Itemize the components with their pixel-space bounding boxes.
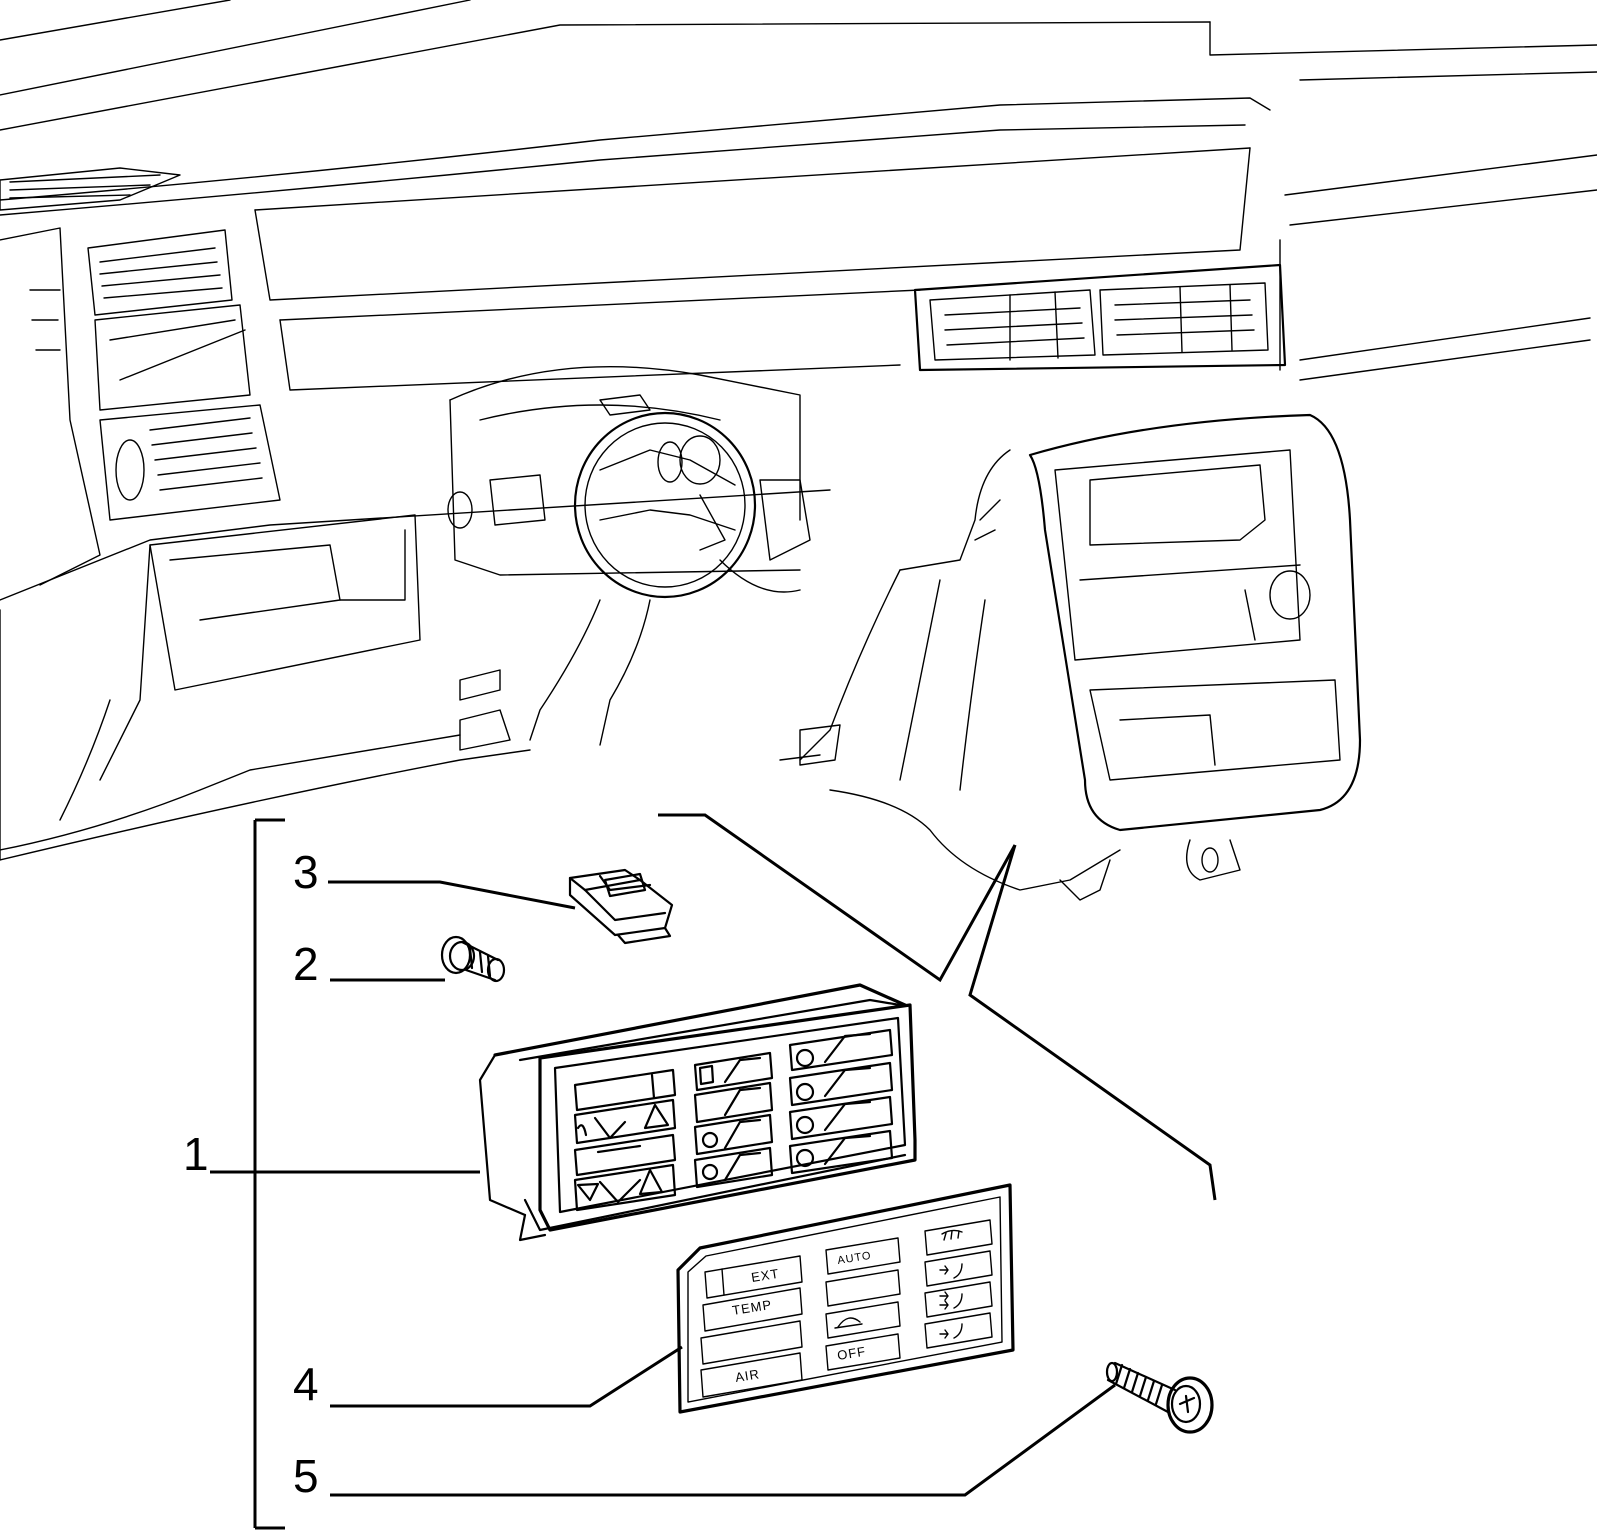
defrost-icon — [941, 1229, 963, 1241]
ext-label: EXT — [750, 1266, 780, 1285]
part-5-screw — [1105, 1361, 1214, 1434]
off-label: OFF — [836, 1344, 867, 1363]
vent-face-feet-icon — [939, 1291, 963, 1310]
callout-2: 2 — [293, 938, 319, 990]
leader-lines — [210, 813, 1217, 1530]
part-2-bulb — [440, 935, 506, 983]
callout-numbers: 3 2 1 4 5 — [183, 846, 319, 1502]
air-label: AIR — [734, 1366, 761, 1385]
callout-5: 5 — [293, 1450, 319, 1502]
part-3-clip — [568, 868, 674, 945]
vent-face-icon — [939, 1263, 963, 1279]
recirculation-icon — [834, 1317, 863, 1329]
callout-1: 1 — [183, 1128, 209, 1180]
part-4-front-panel: EXT TEMP AIR AUTO OFF — [676, 1183, 1015, 1414]
temp-label: TEMP — [731, 1297, 773, 1318]
vent-feet-icon — [939, 1323, 963, 1339]
callout-4: 4 — [293, 1358, 319, 1410]
auto-label: AUTO — [837, 1250, 873, 1267]
callout-3: 3 — [293, 846, 319, 898]
part-1-control-unit — [478, 983, 917, 1242]
dashboard-background — [0, 0, 1597, 901]
